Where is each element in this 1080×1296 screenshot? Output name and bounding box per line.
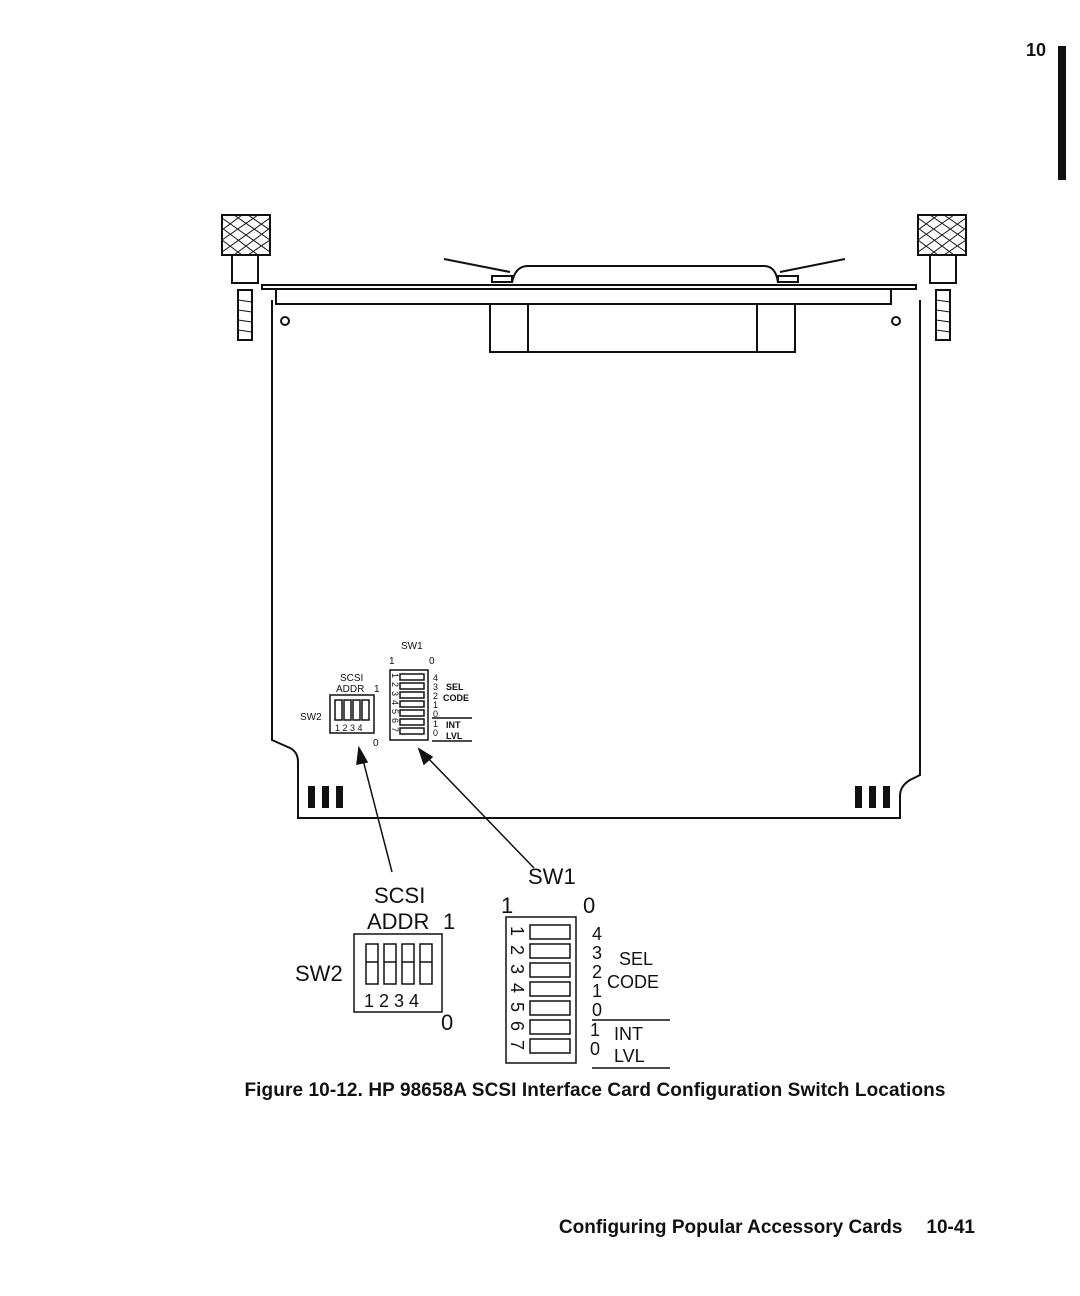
small-sw2-numbers: 1 2 3 4	[335, 723, 363, 733]
large-scsi-label: SCSI	[374, 883, 425, 908]
small-int-bit-0: 0	[433, 728, 438, 738]
footer-section-title: Configuring Popular Accessory Cards	[559, 1217, 902, 1238]
thumbscrew-right	[918, 215, 966, 340]
large-sw1-one: 1	[501, 893, 513, 918]
small-sel-label: SEL	[446, 682, 464, 692]
large-sw1-pos-1: 1	[507, 926, 527, 936]
mount-hole-right	[892, 317, 900, 325]
small-addr-label: ADDR	[336, 684, 364, 695]
large-int-lvl-bits: 10	[590, 1020, 600, 1059]
footer-page-number: 10-41	[926, 1217, 975, 1238]
small-sw1-pos-6: 6	[390, 718, 400, 723]
small-sw1-label: SW1	[401, 641, 423, 652]
large-int-label: INT	[614, 1024, 643, 1044]
card-outline	[272, 300, 920, 818]
small-code-label: CODE	[443, 693, 469, 703]
edge-marks	[308, 786, 890, 808]
small-sw1-pos-1: 1	[390, 673, 400, 678]
small-sw2-one: 1	[374, 684, 380, 695]
large-sw2-label: SW2	[295, 961, 343, 986]
large-int-bit-1: 1	[590, 1020, 600, 1040]
large-sel-label: SEL	[619, 949, 653, 969]
thumbscrew-left	[222, 215, 270, 340]
figure-caption-text: Figure 10-12. HP 98658A SCSI Interface C…	[134, 1080, 945, 1101]
large-sw1	[506, 917, 670, 1068]
page-footer: Configuring Popular Accessory Cards 10-41	[559, 1217, 975, 1239]
large-addr-label: ADDR	[367, 909, 429, 934]
small-int-lvl-bits: 10	[433, 719, 438, 738]
large-sw1-position-labels: 1 2 3 4 5 6 7	[507, 926, 527, 1050]
large-addr-one: 1	[443, 909, 455, 934]
large-sw1-pos-4: 4	[507, 983, 527, 993]
small-sw1-pos-4: 4	[390, 700, 400, 705]
small-int-label: INT	[446, 720, 461, 730]
callout-arrows	[357, 748, 534, 872]
large-int-bit-0: 0	[590, 1039, 600, 1059]
small-sw1-pos-7: 7	[390, 727, 400, 732]
large-sw1-pos-6: 6	[507, 1021, 527, 1031]
small-sw1-pos-2: 2	[390, 682, 400, 687]
large-sw1-pos-3: 3	[507, 964, 527, 974]
large-lvl-label: LVL	[614, 1046, 645, 1066]
mount-hole-left	[281, 317, 289, 325]
small-lvl-label: LVL	[446, 731, 463, 741]
small-sw2-zero: 0	[373, 738, 379, 749]
large-sel-bit-0: 0	[592, 1000, 602, 1020]
large-sw1-pos-2: 2	[507, 945, 527, 955]
large-code-label: CODE	[607, 972, 659, 992]
large-sel-bit-4: 4	[592, 924, 602, 944]
large-sel-bit-1: 1	[592, 981, 602, 1001]
small-sw1-zero: 0	[429, 656, 435, 667]
figure-caption: Figure 10-12. HP 98658A SCSI Interface C…	[0, 1080, 1080, 1102]
small-sw2-label: SW2	[300, 712, 322, 723]
large-sw1-pos-5: 5	[507, 1002, 527, 1012]
small-sw1-one: 1	[389, 656, 395, 667]
large-sw1-zero: 0	[583, 893, 595, 918]
large-sw1-label: SW1	[528, 864, 576, 889]
large-sel-bit-3: 3	[592, 943, 602, 963]
small-sel-bit-0: 0	[433, 709, 438, 719]
bezel	[276, 289, 891, 304]
large-sw2-numbers: 1 2 3 4	[364, 991, 419, 1011]
small-scsi-label: SCSI	[340, 673, 363, 684]
connector	[490, 304, 795, 352]
small-sw1-pos-5: 5	[390, 709, 400, 714]
large-sw1-pos-7: 7	[507, 1040, 527, 1050]
large-sel-bit-2: 2	[592, 962, 602, 982]
small-sw1-pos-3: 3	[390, 691, 400, 696]
large-sw2-zero: 0	[441, 1010, 453, 1035]
small-sw1-position-labels: 1 2 3 4 5 6 7	[390, 673, 400, 732]
connector-hood	[512, 266, 778, 283]
